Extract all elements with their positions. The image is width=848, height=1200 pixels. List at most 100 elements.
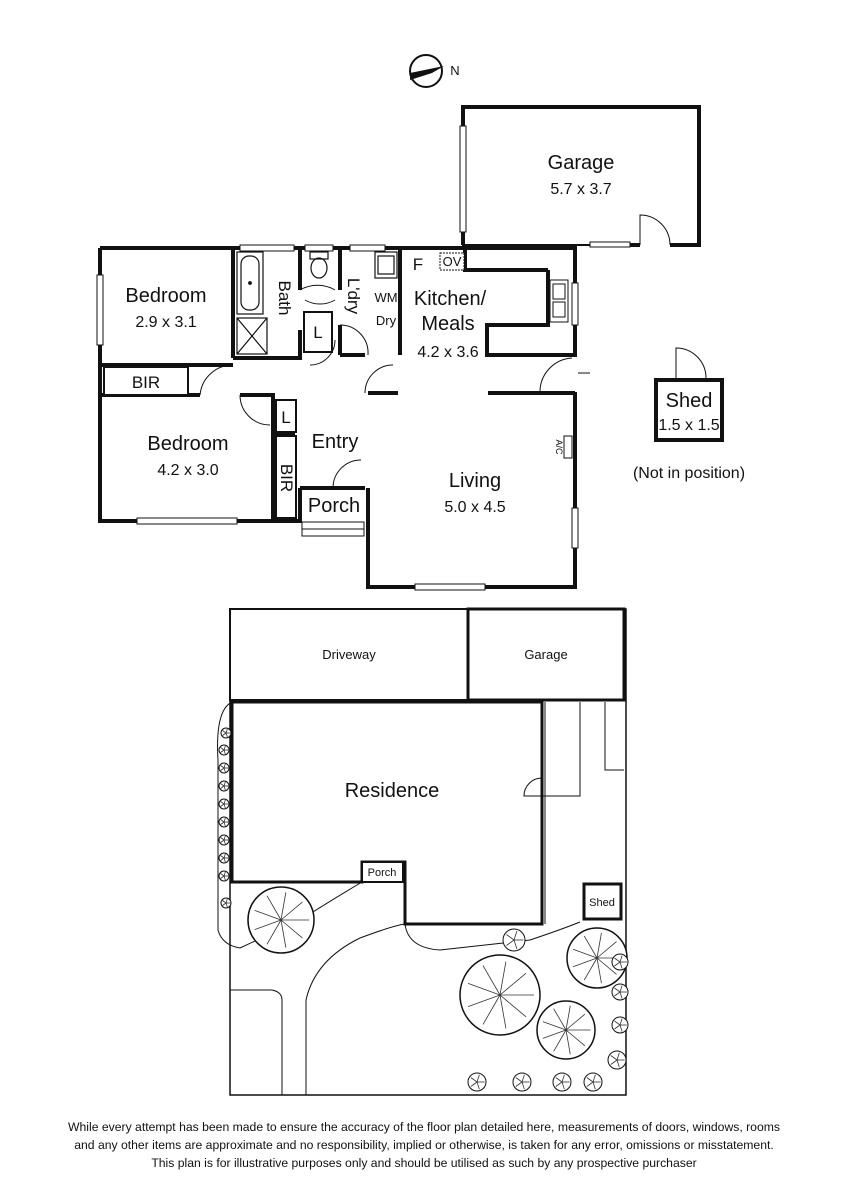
tree-branch xyxy=(225,902,228,908)
site-residence xyxy=(230,700,544,926)
linen2-label: L xyxy=(281,408,290,427)
disclaimer-line-2: and any other items are approximate and … xyxy=(74,1138,774,1152)
ac-label: A/C xyxy=(554,439,564,455)
living-front-window xyxy=(414,583,486,591)
disclaimer: While every attempt has been made to ens… xyxy=(24,1118,824,1172)
tree-branch xyxy=(521,1081,525,1090)
bathtub-icon xyxy=(236,251,264,315)
site-residence-label: Residence xyxy=(345,780,440,802)
tree-branch xyxy=(223,821,226,827)
tree-branch xyxy=(222,732,227,736)
porch-label: Porch xyxy=(308,495,360,517)
tree-branch xyxy=(220,837,225,841)
tree-branch xyxy=(220,821,225,825)
garage-side-door xyxy=(639,214,671,246)
tree-branch xyxy=(614,987,621,993)
tree-branch xyxy=(596,957,602,984)
tree-branch xyxy=(515,1077,523,1083)
tree-branch xyxy=(565,1013,586,1031)
tree-branch xyxy=(565,1029,586,1047)
porch-steps xyxy=(301,521,365,537)
bir-side-label: BIR xyxy=(277,464,296,492)
tree-branch xyxy=(586,1077,594,1083)
tree-branch xyxy=(467,982,501,996)
tree-branch xyxy=(220,839,225,843)
tree-branch xyxy=(467,994,501,1008)
tree-branch xyxy=(619,1024,623,1032)
bath-label: Bath xyxy=(275,281,294,316)
tree-branch xyxy=(583,935,598,959)
site-shed xyxy=(582,882,623,921)
tree-branch xyxy=(565,1005,571,1031)
bir-top-cupboard xyxy=(103,366,189,396)
site-garage xyxy=(466,607,626,702)
tree-branch xyxy=(222,902,227,906)
tree-branch xyxy=(619,991,623,999)
tree-branch xyxy=(223,817,226,823)
tree-branch xyxy=(596,932,602,959)
bedroom1-window xyxy=(96,274,104,346)
site-driveway-label: Driveway xyxy=(322,647,376,662)
tree-branch xyxy=(222,900,227,904)
tree-branch xyxy=(565,1029,571,1055)
entry-label: Entry xyxy=(312,431,359,453)
site-porch-label: Porch xyxy=(368,867,397,879)
tree-branch xyxy=(614,961,621,967)
tree-branch xyxy=(223,839,226,845)
shed-label: Shed xyxy=(666,390,713,412)
tree-branch xyxy=(553,1029,567,1052)
oven-icon xyxy=(439,252,465,271)
tree-branch xyxy=(592,1081,596,1090)
site-side-door xyxy=(523,777,543,797)
tree-branch xyxy=(223,763,226,769)
tree-branch xyxy=(499,961,507,996)
site-porch xyxy=(361,861,404,883)
tree-branch xyxy=(220,803,225,807)
living-dims: 5.0 x 4.5 xyxy=(444,499,505,516)
tree-branch xyxy=(223,803,226,809)
tree-branch xyxy=(220,749,225,753)
oven-label: OV xyxy=(443,254,462,269)
tree-branch xyxy=(223,767,226,773)
kitchen-sink-icon xyxy=(549,279,569,323)
linen-cupboard-1 xyxy=(303,311,333,353)
shed-note: (Not in position) xyxy=(633,465,745,482)
laundry-sink-icon xyxy=(374,251,398,279)
garage-label: Garage xyxy=(548,152,615,174)
shed-outline xyxy=(654,378,724,442)
tree-branch xyxy=(614,1024,621,1030)
tree-branch xyxy=(280,919,287,948)
tree-branch xyxy=(499,972,527,996)
kitchen-window xyxy=(349,244,386,252)
tree-branch xyxy=(513,930,518,941)
tree-branch xyxy=(476,1074,480,1083)
tree-branch xyxy=(515,1081,523,1087)
disclaimer-line-1: While every attempt has been made to ens… xyxy=(68,1120,780,1134)
tree-branch xyxy=(619,961,623,969)
garage-door-opening xyxy=(459,125,467,233)
door-swings xyxy=(199,284,573,489)
kitchen-side-window xyxy=(571,282,579,326)
tree-branch xyxy=(482,965,501,996)
site-shed-label: Shed xyxy=(589,897,615,909)
tree-branch xyxy=(572,948,598,959)
tree-branch xyxy=(616,1052,620,1061)
tree-branch xyxy=(223,799,226,805)
tree-branch xyxy=(592,1074,596,1083)
tree-branch xyxy=(499,994,507,1029)
compass-icon: N xyxy=(409,54,460,88)
compass-label: N xyxy=(450,63,459,78)
bedroom2-dims: 4.2 x 3.0 xyxy=(157,462,218,479)
laundry-window xyxy=(304,244,334,252)
tree-branch xyxy=(223,785,226,791)
tree-branch xyxy=(542,1021,567,1031)
tree-branch xyxy=(506,934,515,941)
tree-branch xyxy=(223,749,226,755)
tree-branch xyxy=(280,892,287,921)
tree-branch xyxy=(220,873,225,877)
tree-branch xyxy=(619,985,623,993)
tree-branch xyxy=(280,901,303,921)
shed-dims: 1.5 x 1.5 xyxy=(658,417,719,434)
site-trees xyxy=(218,727,629,1092)
tree-branch xyxy=(222,730,227,734)
